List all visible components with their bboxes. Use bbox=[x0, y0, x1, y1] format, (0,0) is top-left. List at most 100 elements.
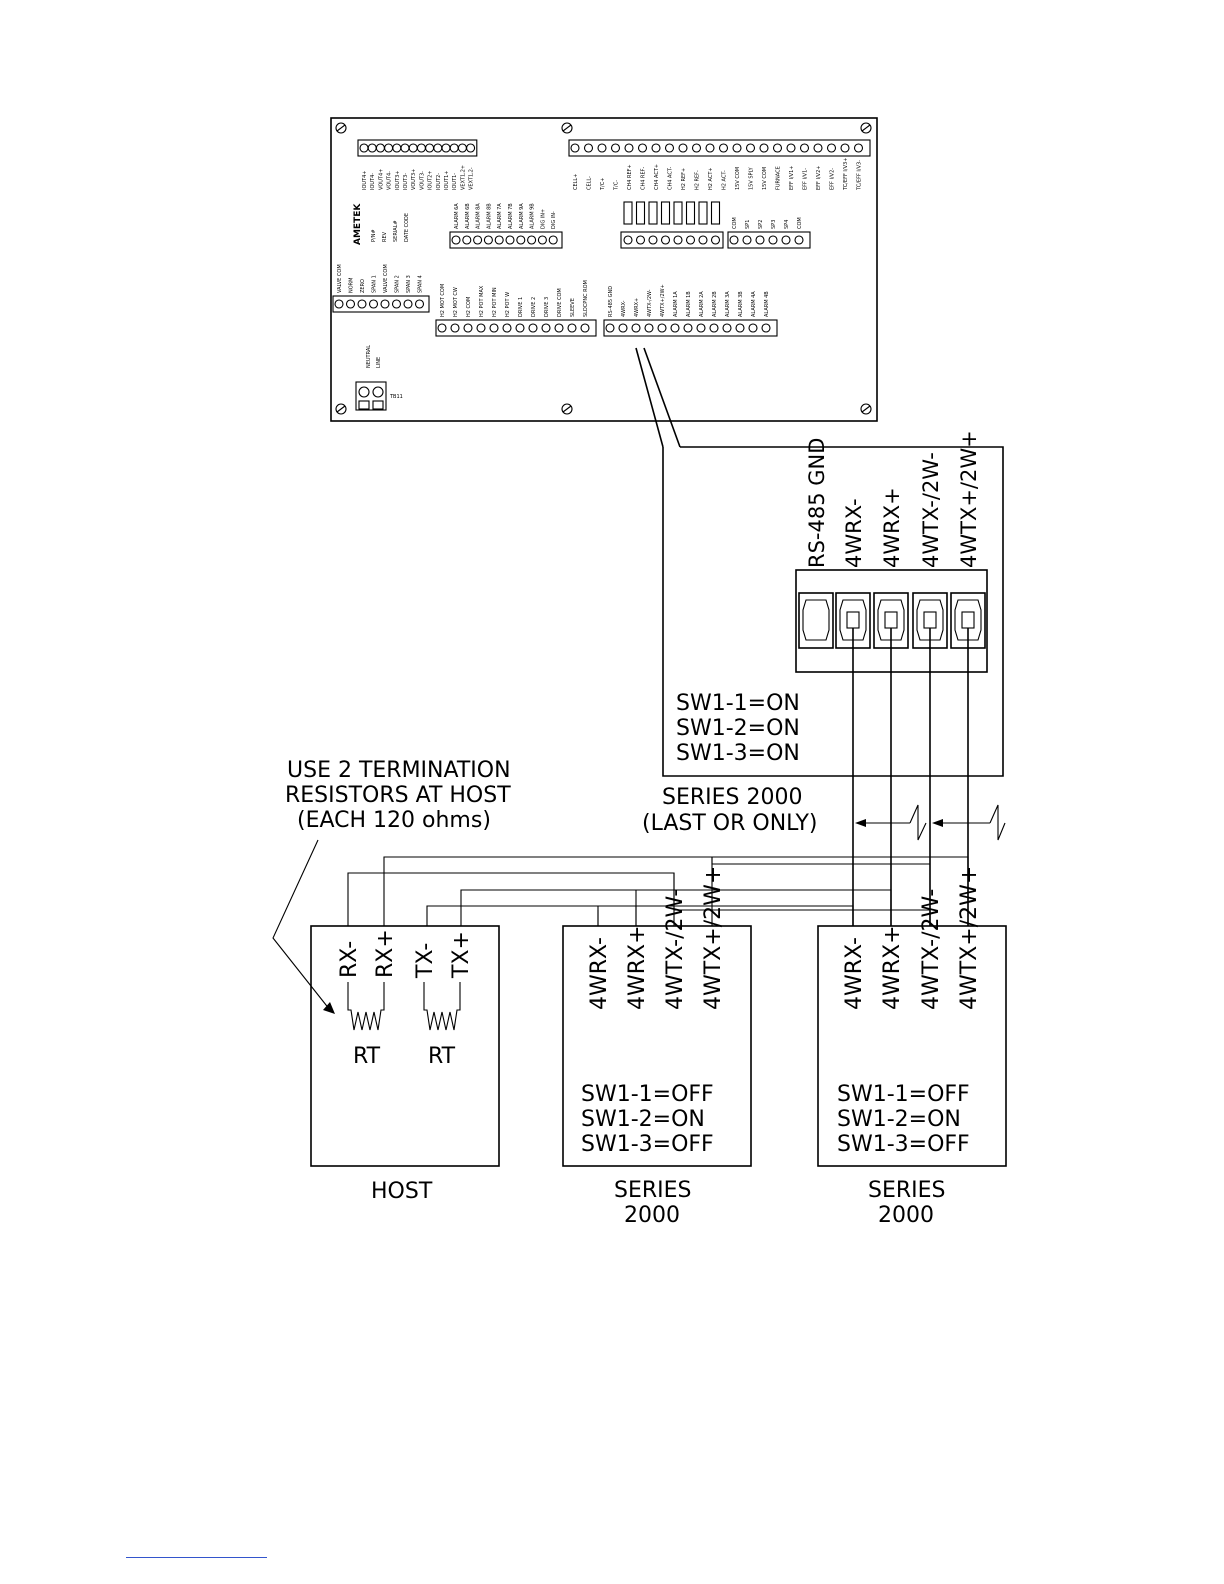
terminal-screw-icon bbox=[657, 323, 667, 333]
terminal-screw-icon bbox=[541, 323, 551, 333]
right-unit-outline bbox=[817, 925, 1007, 1167]
terminal-label: CELL- bbox=[587, 176, 593, 190]
terminal-screw-icon bbox=[648, 235, 658, 245]
resistor-label-rx: RT bbox=[353, 1044, 381, 1069]
terminal-screw-icon bbox=[583, 143, 594, 153]
terminal-screw-icon bbox=[685, 235, 696, 245]
terminal-screw-icon bbox=[673, 235, 683, 245]
jumper-icon bbox=[685, 201, 696, 225]
terminal-label: IOUT4+ bbox=[362, 171, 368, 191]
terminal-screw-icon bbox=[670, 323, 680, 333]
terminal-screw-icon bbox=[441, 143, 451, 153]
middle-switch-2: SW1-2=ON bbox=[581, 1107, 705, 1132]
screw-icon bbox=[860, 403, 872, 415]
terminal-label: 4WRX- bbox=[621, 300, 627, 317]
callout-line-left bbox=[635, 347, 664, 448]
middle-switch-1: SW1-1=OFF bbox=[581, 1082, 714, 1107]
terminal-screw-icon bbox=[384, 143, 394, 153]
terminal-screw-icon bbox=[403, 299, 413, 309]
continuation-arrows bbox=[855, 804, 1006, 841]
terminal-label: H2 POT MAX bbox=[479, 285, 485, 317]
unit-terminal-label: RX+ bbox=[373, 929, 398, 978]
terminal-label: DRIVE 1 bbox=[518, 297, 524, 317]
terminal-label: VEXT1,2+ bbox=[460, 165, 466, 190]
footer-link-underline[interactable] bbox=[126, 1557, 267, 1558]
detail-terminal-label: RS-485 GND bbox=[805, 438, 829, 568]
terminal-label: 15V SPLY bbox=[749, 166, 755, 190]
terminal-screw-icon bbox=[359, 143, 369, 153]
terminal-label: VOUT3+ bbox=[411, 169, 417, 190]
terminal-screw-icon bbox=[570, 143, 580, 153]
right-switch-2: SW1-2=ON bbox=[837, 1107, 961, 1132]
terminal-screw-icon bbox=[502, 323, 512, 333]
terminal-label: CELL+ bbox=[573, 174, 579, 190]
terminal-screw-icon bbox=[457, 143, 467, 153]
right-caption-1: SERIES bbox=[868, 1178, 946, 1203]
jumper-icon bbox=[635, 201, 646, 225]
terminal-screw-icon bbox=[494, 235, 504, 245]
terminal-label: SPAN 1 bbox=[372, 275, 378, 293]
screw-icon bbox=[561, 122, 573, 134]
terminal-label: IOUT4- bbox=[370, 173, 376, 190]
terminal-label: VEXT1,2- bbox=[469, 167, 475, 190]
terminal-label: VALVE COM bbox=[383, 264, 389, 293]
terminal-screw-icon bbox=[580, 323, 590, 333]
detail-terminal-label: 4WRX- bbox=[842, 498, 866, 568]
unit-terminal-label: 4WTX+/2W+ bbox=[701, 866, 726, 1010]
terminal-screw-icon bbox=[515, 323, 525, 333]
terminal-screw-icon bbox=[610, 143, 621, 153]
terminal-label: SP4 bbox=[784, 220, 790, 229]
terminal-screw-icon bbox=[567, 323, 577, 333]
terminal-screw-icon bbox=[846, 611, 860, 629]
termination-resistors bbox=[347, 990, 461, 1031]
terminal-screw-icon bbox=[705, 143, 715, 153]
unit-terminal-label: 4WRX+ bbox=[625, 925, 650, 1010]
line-label: LINE bbox=[376, 357, 382, 368]
terminal-label: DIG IN- bbox=[551, 211, 557, 229]
detail-terminal-label: 4WTX-/2W- bbox=[919, 452, 943, 568]
terminal-screw-icon bbox=[698, 235, 708, 245]
terminal-screw-icon bbox=[516, 235, 526, 245]
terminal-screw-icon bbox=[463, 323, 473, 333]
terminal-label: SLDCPNC ROM bbox=[583, 280, 589, 317]
terminal-screw-icon bbox=[450, 323, 460, 333]
terminal-label: H2 COM bbox=[466, 297, 472, 317]
terminal-screw-icon bbox=[597, 143, 607, 153]
terminal-label: VOUT3- bbox=[419, 171, 425, 190]
terminal-label: RS-485 GND bbox=[608, 286, 614, 317]
detail-caption-subtitle: (LAST OR ONLY) bbox=[642, 811, 818, 836]
terminal-label: H2 REF+ bbox=[681, 168, 687, 190]
terminal-label: IOUT1+ bbox=[444, 171, 450, 191]
wire-tx-plus bbox=[460, 889, 637, 926]
note-pointer-arrow bbox=[272, 839, 335, 1014]
serial-label: SERIAL# bbox=[393, 220, 399, 242]
detail-terminal-label: 4WRX+ bbox=[880, 487, 904, 568]
terminal-screw-icon bbox=[709, 323, 719, 333]
terminal-label: COM bbox=[732, 217, 738, 229]
terminal-screw-icon bbox=[742, 235, 752, 245]
terminal-label: EFF I/V1+ bbox=[789, 166, 795, 190]
terminal-screw-icon bbox=[489, 323, 499, 333]
terminal-screw-icon bbox=[923, 611, 937, 629]
unit-terminal-label: 4WRX- bbox=[587, 937, 612, 1010]
middle-switch-3: SW1-3=OFF bbox=[581, 1132, 714, 1157]
terminal-screw-icon bbox=[408, 143, 418, 153]
terminal-label: VALVE COM bbox=[337, 264, 343, 293]
screw-icon bbox=[335, 403, 347, 415]
screw-icon bbox=[561, 403, 573, 415]
terminal-label: EFF I/V2+ bbox=[816, 166, 822, 190]
terminal-label: IOUT2- bbox=[436, 173, 442, 190]
terminal-label: CH4 ACT- bbox=[668, 167, 674, 190]
terminal-label: H2 MOT COM bbox=[440, 284, 446, 317]
terminal-label: CH4 ACT+ bbox=[654, 164, 660, 190]
terminal-label: 15V COM bbox=[762, 167, 768, 190]
screw-icon bbox=[860, 122, 872, 134]
middle-caption-2: 2000 bbox=[624, 1203, 680, 1228]
terminal-label: SPAN 2 bbox=[395, 275, 401, 293]
terminal-screw-icon bbox=[425, 143, 435, 153]
terminal-screw-icon bbox=[605, 323, 615, 333]
mounting-screws bbox=[335, 122, 872, 415]
